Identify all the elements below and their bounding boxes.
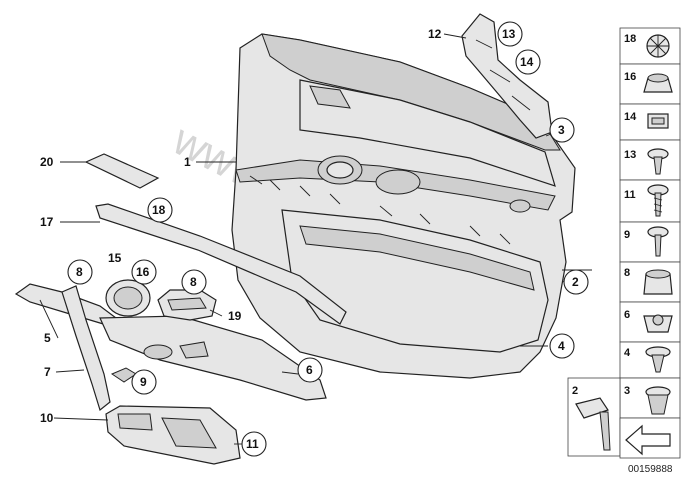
callout-11: 11	[246, 437, 259, 451]
callout-14: 14	[520, 55, 534, 69]
legend-label-14: 14	[624, 111, 637, 123]
nut-8-icon	[643, 269, 673, 295]
cover-part-20	[84, 153, 160, 189]
callouts: 1 12 13 14 3 2 4 20 17 18 8 15 16 8 19 5…	[40, 21, 589, 457]
diagram-id: 00159888	[628, 464, 673, 475]
armrest-panel-6	[99, 315, 327, 401]
callout-3: 3	[558, 123, 565, 137]
callout-12: 12	[428, 27, 442, 41]
callout-8b: 8	[190, 275, 197, 289]
legend-label-3: 3	[624, 385, 630, 397]
callout-4: 4	[558, 339, 565, 353]
clip-4-icon	[645, 346, 671, 373]
legend-label-8: 8	[624, 267, 630, 279]
legend-label-18: 18	[624, 33, 636, 45]
legend-label-13: 13	[624, 149, 636, 161]
legend-label-9: 9	[624, 229, 630, 241]
callout-1: 1	[184, 155, 191, 169]
callout-15: 15	[108, 251, 122, 265]
callout-6: 6	[306, 363, 313, 377]
callout-2: 2	[572, 275, 579, 289]
callout-5: 5	[44, 331, 51, 345]
callout-7: 7	[44, 365, 51, 379]
screw-9-icon	[647, 226, 669, 257]
clip-3-icon	[645, 386, 671, 415]
callout-19: 19	[228, 309, 242, 323]
clip-18-icon	[646, 34, 670, 58]
clip-14-icon	[647, 113, 669, 129]
callout-18: 18	[152, 203, 166, 217]
clip-2-icon	[575, 397, 611, 451]
screw-11-icon	[647, 184, 669, 217]
callout-16: 16	[136, 265, 150, 279]
callout-9: 9	[140, 375, 147, 389]
clip-6-icon	[643, 314, 673, 333]
fastener-legend: 18 16 14 13 11 9 8 6 4 3 2	[567, 27, 681, 459]
callout-10: 10	[40, 411, 54, 425]
callout-13: 13	[502, 27, 516, 41]
legend-label-4: 4	[624, 347, 631, 359]
callout-8a: 8	[76, 265, 83, 279]
nut-16-icon	[643, 73, 673, 93]
reinforcement-bracket	[461, 13, 553, 139]
legend-label-16: 16	[624, 71, 636, 83]
legend-label-2: 2	[572, 385, 578, 397]
callout-17: 17	[40, 215, 54, 229]
legend-label-6: 6	[624, 309, 630, 321]
legend-label-11: 11	[624, 189, 636, 201]
arrow-icon	[619, 417, 681, 459]
screw-13-icon	[647, 148, 669, 175]
grip-handle-7	[61, 285, 111, 412]
callout-20: 20	[40, 155, 54, 169]
